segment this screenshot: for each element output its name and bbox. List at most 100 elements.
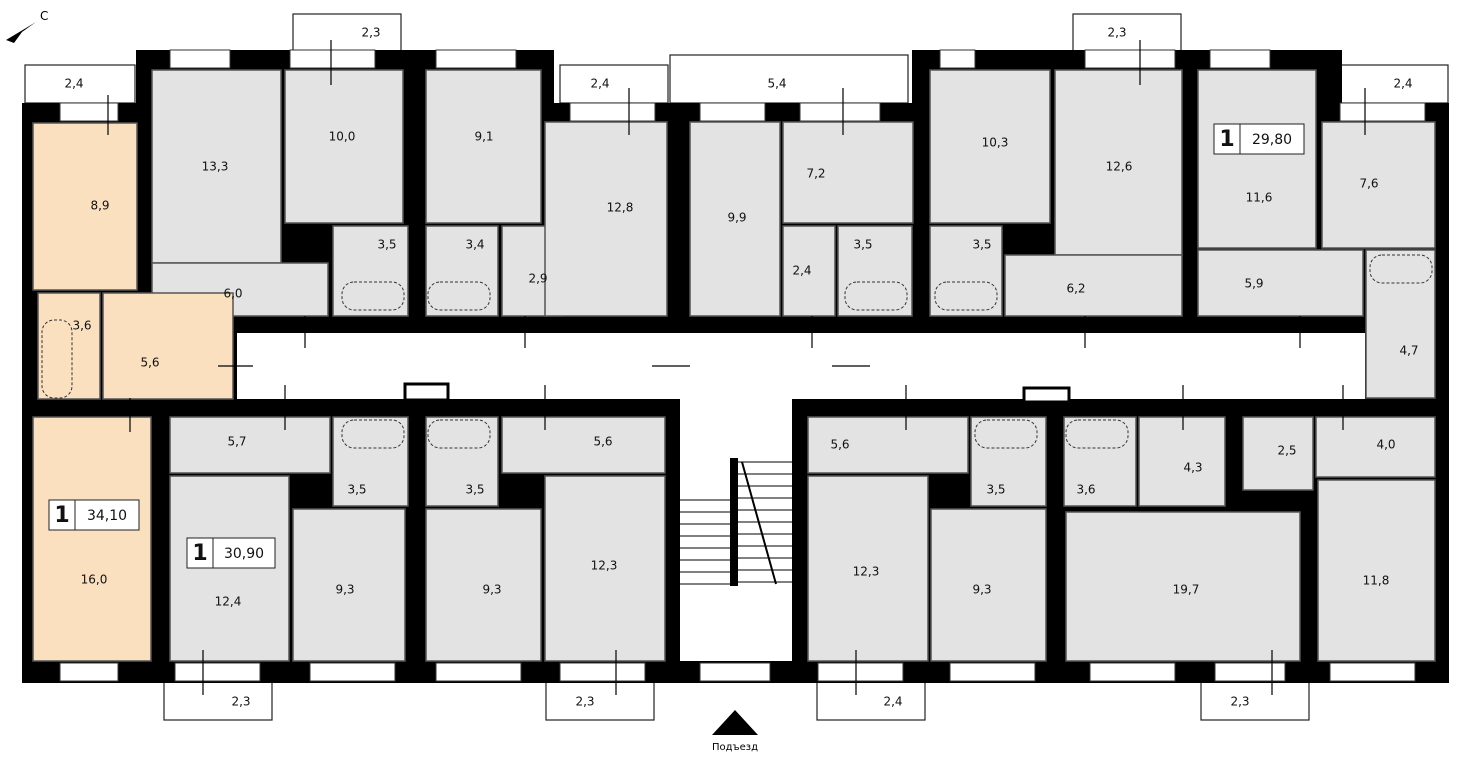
balcony	[545, 681, 655, 721]
room	[807, 416, 969, 474]
north-compass: С	[6, 9, 48, 43]
room-area-label: 5,7	[227, 435, 246, 449]
windows	[59, 49, 1426, 682]
room-area-label: 5,9	[1244, 277, 1263, 291]
entrance-arrow-icon	[712, 710, 758, 735]
room	[1054, 69, 1183, 256]
balcony-area-label: 2,3	[231, 695, 250, 709]
room-area-label: 3,5	[377, 238, 396, 252]
room-area-label: 7,6	[1359, 177, 1378, 191]
room	[425, 225, 499, 317]
room-area-label: 3,6	[1076, 483, 1095, 497]
apartment-rooms: 1	[192, 541, 207, 566]
room	[807, 475, 929, 662]
room-area-label: 12,6	[1106, 160, 1133, 174]
balcony-area-label: 2,4	[1393, 77, 1412, 91]
room	[425, 508, 542, 662]
room-area-label: 13,3	[202, 160, 229, 174]
room-area-label: 4,0	[1376, 438, 1395, 452]
room	[292, 508, 406, 662]
balcony-area-label: 2,3	[1230, 695, 1249, 709]
room	[1138, 416, 1226, 507]
room-area-label: 2,5	[1277, 444, 1296, 458]
room	[1317, 479, 1436, 662]
room	[782, 121, 914, 224]
balcony-area-label: 2,3	[361, 26, 380, 40]
room-area-label: 3,6	[72, 319, 91, 333]
room-area-label: 9,1	[474, 130, 493, 144]
rooms	[32, 69, 1436, 662]
room-area-label: 11,6	[1246, 191, 1273, 205]
room-area-label: 2,9	[528, 272, 547, 286]
room-area-label: 4,3	[1183, 461, 1202, 475]
compass-label: С	[40, 9, 48, 23]
room-area-label: 3,5	[972, 238, 991, 252]
balcony	[669, 54, 909, 104]
room-area-label: 12,3	[591, 559, 618, 573]
corridor: Подъезд	[237, 333, 1365, 753]
room	[332, 416, 409, 507]
room	[332, 225, 409, 317]
room	[1321, 121, 1436, 249]
room-area-label: 16,0	[81, 573, 108, 587]
room-area-label: 6,0	[223, 287, 242, 301]
room	[32, 122, 138, 291]
balcony	[816, 681, 926, 721]
apartment-rooms: 1	[54, 503, 69, 528]
room	[929, 225, 1003, 317]
room	[544, 121, 668, 317]
room-labels: 13,3 10,0 9,1 12,8 9,9 7,2 10,3 12,6 11,…	[72, 130, 1418, 609]
apartment-tag[interactable]: 1 29,80	[1213, 123, 1305, 155]
room	[544, 475, 666, 662]
room-area-label: 5,6	[593, 435, 612, 449]
room	[1197, 69, 1317, 249]
room-area-label: 19,7	[1173, 583, 1200, 597]
stairs	[680, 461, 792, 585]
room-area-label: 3,5	[986, 483, 1005, 497]
fixtures	[41, 254, 1433, 449]
room	[425, 416, 499, 507]
room-area-label: 3,5	[465, 483, 484, 497]
room	[102, 292, 234, 400]
apartment-tag[interactable]: 1 30,90	[186, 537, 276, 569]
room-area-label: 8,9	[90, 199, 109, 213]
room	[32, 416, 152, 662]
room-area-label: 2,4	[792, 264, 811, 278]
balcony-area-label: 2,4	[590, 77, 609, 91]
balcony-labels: 2,4 2,3 2,4 5,4 2,3 2,4 2,3 2,3 2,4 2,3	[64, 26, 1412, 709]
room	[425, 69, 542, 224]
room-area-label: 9,3	[335, 583, 354, 597]
room-area-label: 10,0	[329, 130, 356, 144]
room	[782, 225, 836, 317]
room	[929, 69, 1051, 224]
room	[837, 225, 913, 317]
room-area-label: 7,2	[806, 167, 825, 181]
room	[1197, 249, 1364, 317]
balcony-area-label: 5,4	[767, 77, 786, 91]
room-area-label: 5,6	[140, 356, 159, 370]
room	[1065, 511, 1301, 662]
room	[1063, 416, 1137, 507]
room-area-label: 9,3	[482, 583, 501, 597]
room	[284, 69, 404, 224]
balcony-area-label: 2,4	[883, 695, 902, 709]
shaft	[403, 382, 450, 402]
room	[1315, 416, 1436, 478]
room-area-label: 11,8	[1363, 574, 1390, 588]
balcony	[1072, 13, 1182, 53]
room-area-label: 6,2	[1066, 282, 1085, 296]
room	[1365, 249, 1436, 399]
room-area-label: 9,9	[727, 211, 746, 225]
room	[970, 416, 1047, 507]
balcony	[163, 681, 273, 721]
apartment-tag[interactable]: 1 34,10	[48, 499, 140, 531]
apartment-rooms: 1	[1219, 127, 1234, 152]
room	[37, 292, 101, 400]
room-area-label: 3,4	[465, 238, 484, 252]
doors	[107, 40, 1366, 695]
room-area-label: 4,7	[1399, 344, 1418, 358]
shaft	[1022, 386, 1071, 404]
north-arrow-icon	[6, 22, 36, 43]
room-area-label: 5,6	[830, 438, 849, 452]
room-area-label: 12,8	[607, 201, 634, 215]
